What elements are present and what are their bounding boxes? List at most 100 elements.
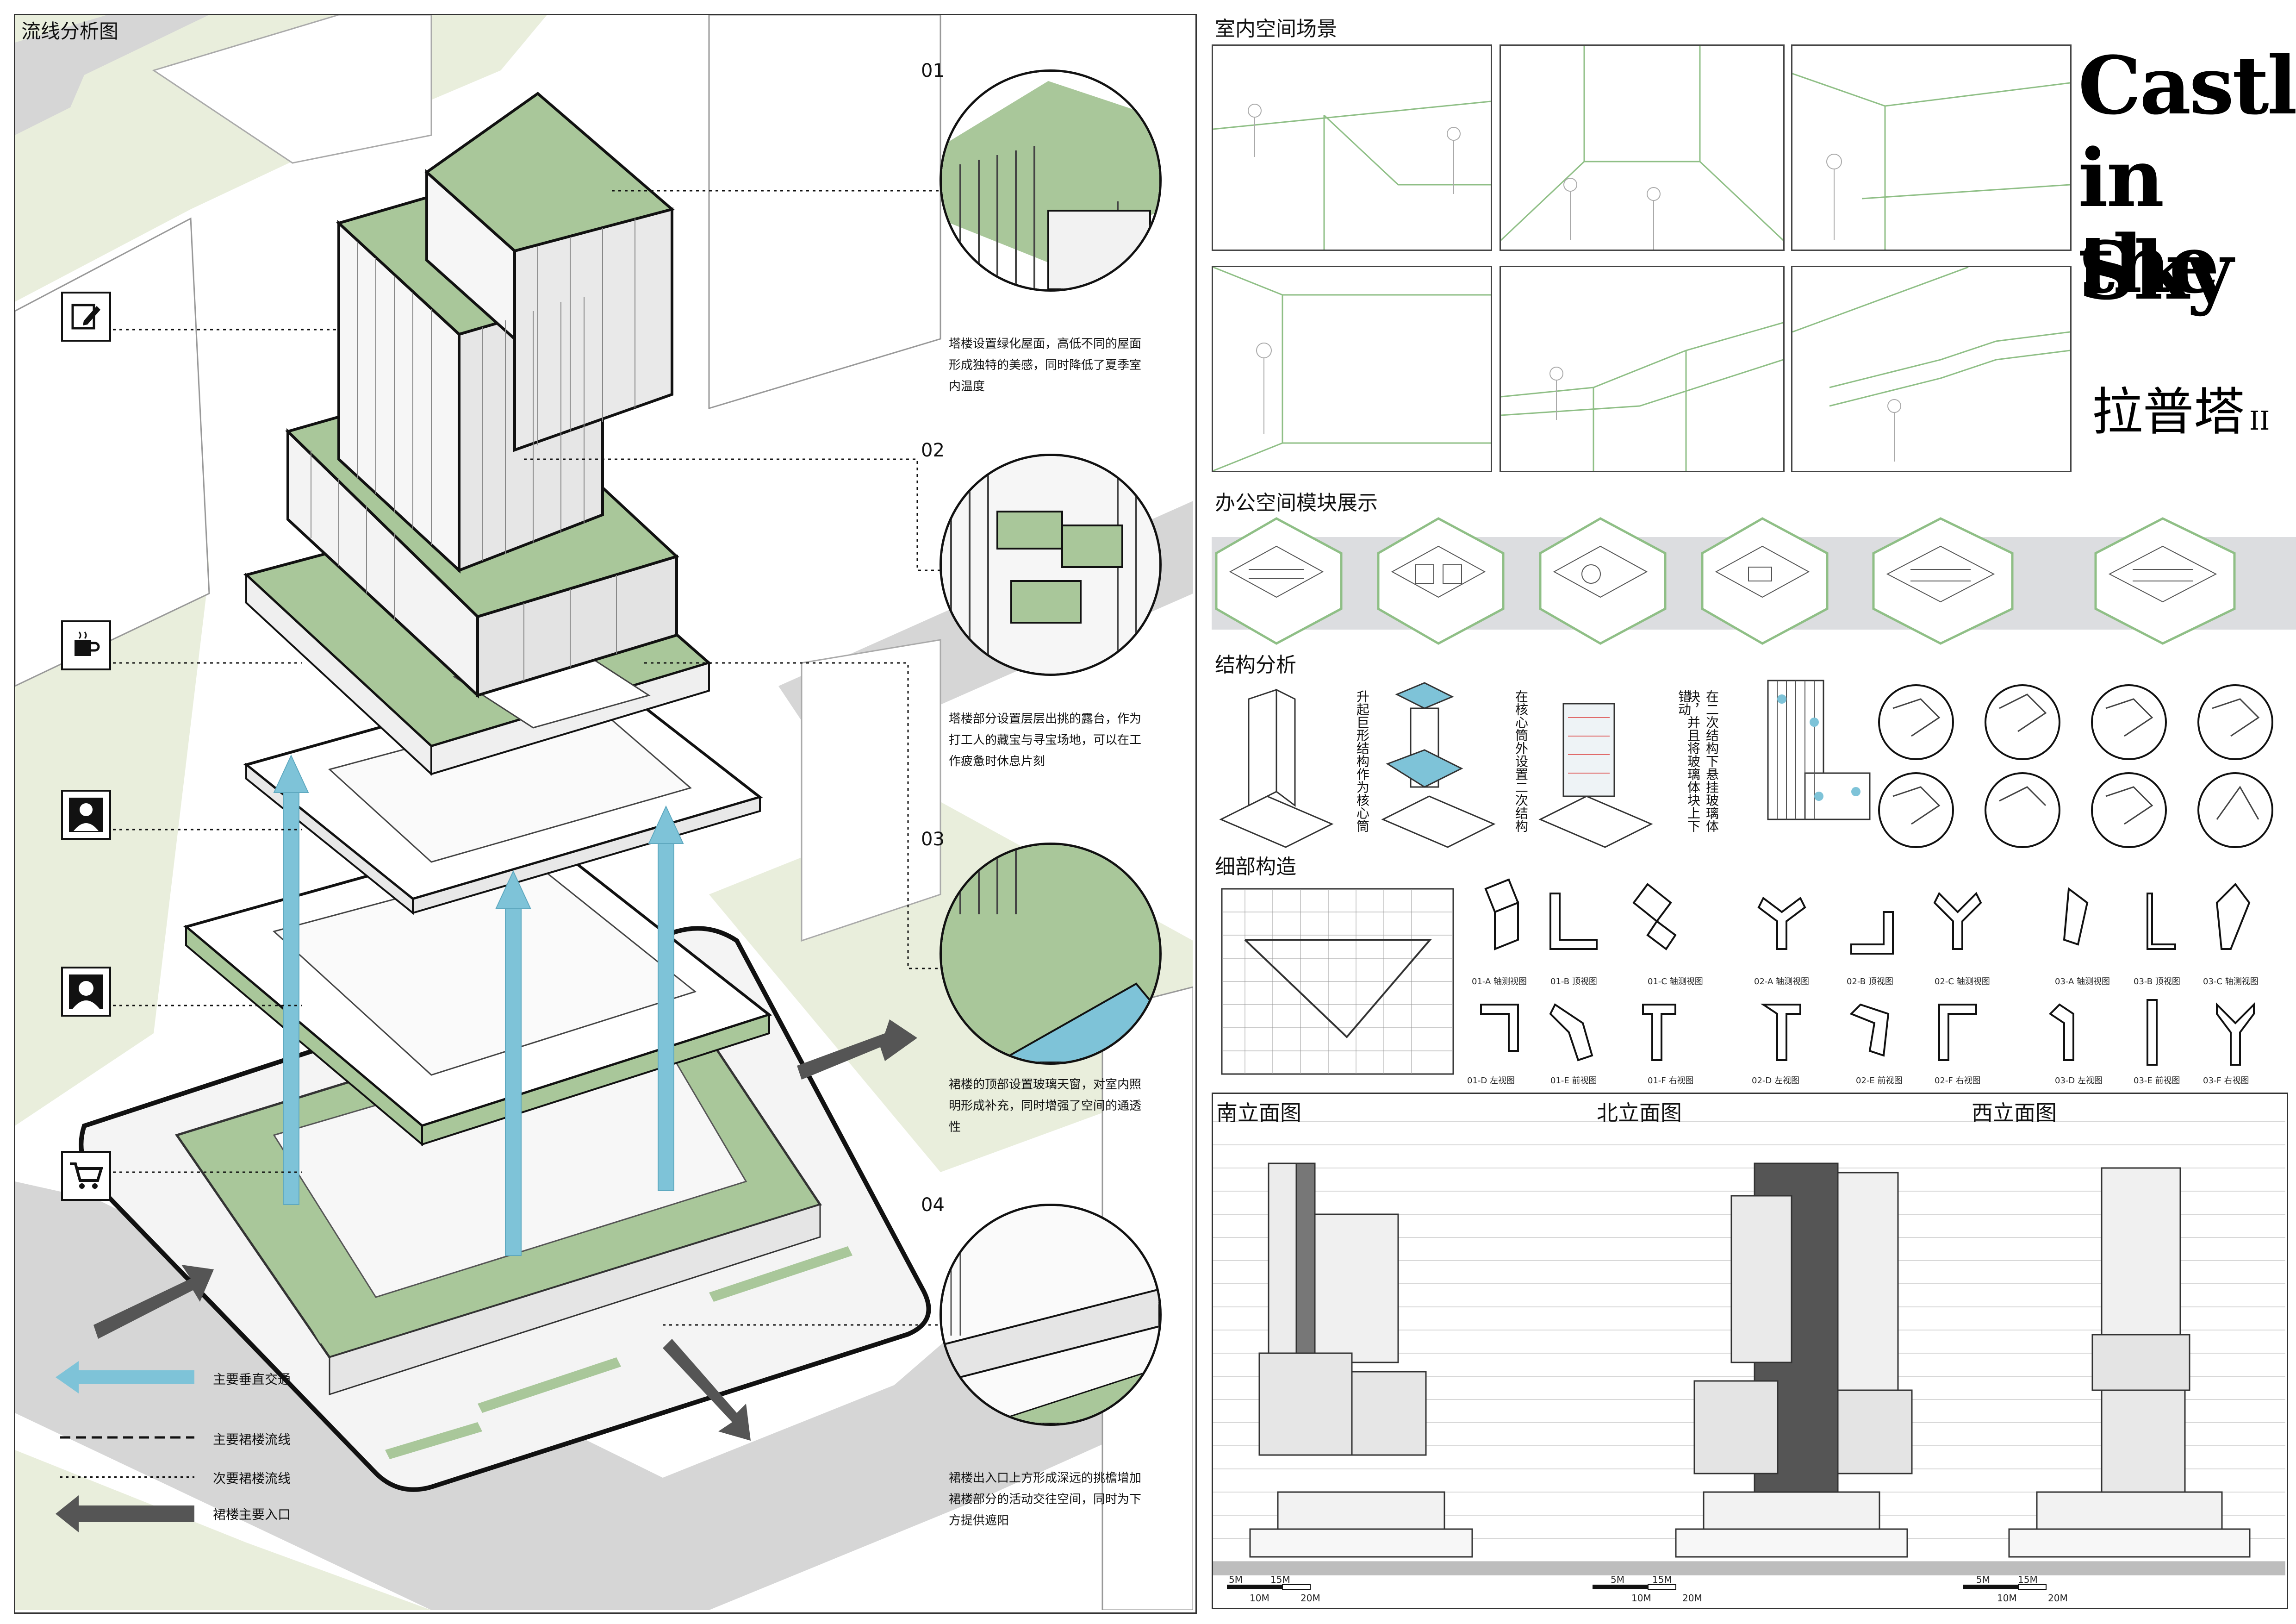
scale-label-15m: 15M <box>1270 1574 1290 1585</box>
structure-step-4: 块，并且将玻璃体块上下 <box>1686 690 1701 832</box>
detail-label: 01-D 左视图 <box>1467 1076 1515 1086</box>
note-number: 04 <box>921 1194 945 1216</box>
structure-step-1: 升起巨形结构作为核心筒 <box>1355 690 1370 832</box>
interior-scene-3 <box>1791 44 2072 251</box>
entrance-arrows <box>93 1019 917 1441</box>
structure-step-5: 在二次结构下悬挂玻璃体 <box>1704 690 1719 832</box>
scale-label-5m: 5M <box>1229 1574 1243 1585</box>
detail-label: 02-C 轴测视图 <box>1935 977 1990 987</box>
coffee-icon <box>61 620 111 670</box>
landscape-strip-2 <box>709 1246 852 1302</box>
detail-plan-drawing <box>1221 888 1454 1075</box>
detail-title: 细部构造 <box>1215 855 1296 879</box>
interior-scene-1 <box>1212 44 1492 251</box>
scale-label-10m: 10M <box>1631 1593 1651 1604</box>
detail-label: 02-F 右视图 <box>1935 1076 1981 1086</box>
legend-label: 主要裙楼流线 <box>213 1432 291 1447</box>
bg-building-5 <box>152 15 432 164</box>
structure-title: 结构分析 <box>1215 653 1296 677</box>
note-number: 01 <box>921 60 945 81</box>
project-subtitle-cn: 拉普塔 <box>2092 382 2245 442</box>
scale-label-20m: 20M <box>1300 1593 1320 1604</box>
bg-building-2 <box>708 15 941 410</box>
detail-label: 03-F 右视图 <box>2203 1076 2249 1086</box>
detail-label: 02-A 轴测视图 <box>1754 977 1810 987</box>
project-title-line-3: Sky <box>2078 224 2233 318</box>
north-elevation <box>1675 1162 1913 1558</box>
legend-secondary-flow-icon <box>60 1476 194 1478</box>
office-module-hexagons <box>1215 517 2236 645</box>
detail-label: 03-A 轴测视图 <box>2055 977 2110 987</box>
west-elevation-label: 西立面图 <box>1972 1100 2057 1125</box>
office-modules-title: 办公空间模块展示 <box>1215 491 1378 515</box>
scale-label-15m: 15M <box>2018 1574 2038 1585</box>
interior-scene-4 <box>1212 266 1492 472</box>
edit-icon <box>61 292 111 342</box>
note-02: 塔楼部分设置层层出挑的露台，作为打工人的藏宝与寻宝场地，可以在工作疲惫时休息片刻 <box>949 712 1142 768</box>
scale-label-15m: 15M <box>1652 1574 1672 1585</box>
south-elevation <box>1249 1162 1473 1558</box>
north-elevation-label: 北立面图 <box>1597 1100 1682 1125</box>
structure-step-2: 在核心筒外设置二次结构 <box>1513 690 1529 832</box>
detail-circle-04 <box>940 1204 1162 1426</box>
note-04: 裙楼出入口上方形成深远的挑檐增加裙楼部分的活动交往空间，同时为下方提供遮阳 <box>949 1471 1142 1528</box>
landscape-strip-3 <box>385 1422 482 1459</box>
road-top-left <box>15 15 209 135</box>
note-03: 裙楼的顶部设置玻璃天窗，对室内照明形成补充，同时增强了空间的通透性 <box>949 1078 1142 1134</box>
project-title-line-1: Castle <box>2078 38 2296 132</box>
vertical-circulation-arrows <box>273 754 684 1256</box>
legend-label: 次要裙楼流线 <box>213 1471 291 1486</box>
structure-diagrams <box>1219 682 1653 848</box>
project-title-line-2: in the <box>2078 131 2220 311</box>
legend-vertical-circulation-icon <box>56 1361 194 1393</box>
scale-label-10m: 10M <box>1997 1593 2017 1604</box>
legend-label: 裙楼主要入口 <box>213 1507 291 1522</box>
bg-building-4 <box>801 639 941 942</box>
detail-label: 02-B 顶视图 <box>1847 977 1893 987</box>
detail-label: 03-D 左视图 <box>2055 1076 2103 1086</box>
structure-detail-circles <box>1878 684 2273 848</box>
interior-scene-5 <box>1500 266 1785 472</box>
legend-label: 主要垂直交通 <box>213 1372 291 1387</box>
detail-label: 01-A 轴测视图 <box>1472 977 1527 987</box>
landscape-strip-4 <box>292 1283 367 1343</box>
flow-analysis-title: 流线分析图 <box>21 20 119 43</box>
detail-circle-03 <box>940 843 1162 1065</box>
detail-label: 03-B 顶视图 <box>2134 977 2180 987</box>
detail-circle-02 <box>940 454 1162 676</box>
cart-icon <box>61 1151 111 1201</box>
project-subtitle-suffix: II <box>2249 406 2270 436</box>
detail-label: 01-E 前视图 <box>1550 1076 1597 1086</box>
green-lawn-bottom <box>15 1450 431 1610</box>
landscape-strip-1 <box>478 1357 621 1413</box>
scale-label-10m: 10M <box>1250 1593 1269 1604</box>
road-left <box>15 1181 1193 1610</box>
west-elevation <box>2008 1167 2251 1558</box>
note-01: 塔楼设置绿化屋面，高低不同的屋面形成独特的美感，同时降低了夏季室内温度 <box>949 337 1142 394</box>
interior-scene-6 <box>1791 266 2072 472</box>
user-icon <box>61 967 111 1017</box>
detail-label: 03-C 轴测视图 <box>2203 977 2259 987</box>
structure-step-3: 错动 <box>1676 690 1692 716</box>
detail-circle-01 <box>940 69 1162 292</box>
scale-label-5m: 5M <box>1611 1574 1624 1585</box>
detail-label: 01-F 右视图 <box>1648 1076 1694 1086</box>
legend-entrance-icon <box>56 1495 194 1532</box>
interior-title: 室内空间场景 <box>1215 17 1337 41</box>
scale-label-20m: 20M <box>2048 1593 2068 1604</box>
detail-label: 01-B 顶视图 <box>1550 977 1597 987</box>
detail-label: 02-D 左视图 <box>1752 1076 1799 1086</box>
legend-main-flow-icon <box>60 1436 194 1439</box>
structure-axonometric <box>1767 680 1871 820</box>
detail-connection-drawings <box>1480 878 2255 1066</box>
detail-label: 01-C 轴测视图 <box>1648 977 1703 987</box>
podium-facade <box>329 1203 821 1396</box>
tower-top-roof <box>424 92 675 253</box>
note-number: 03 <box>921 829 945 850</box>
person-icon <box>61 790 111 840</box>
scale-bars <box>1227 1584 2047 1590</box>
elevations-drawing <box>1213 1121 2285 1590</box>
note-number: 02 <box>921 440 945 461</box>
tower-mullions <box>311 219 635 681</box>
